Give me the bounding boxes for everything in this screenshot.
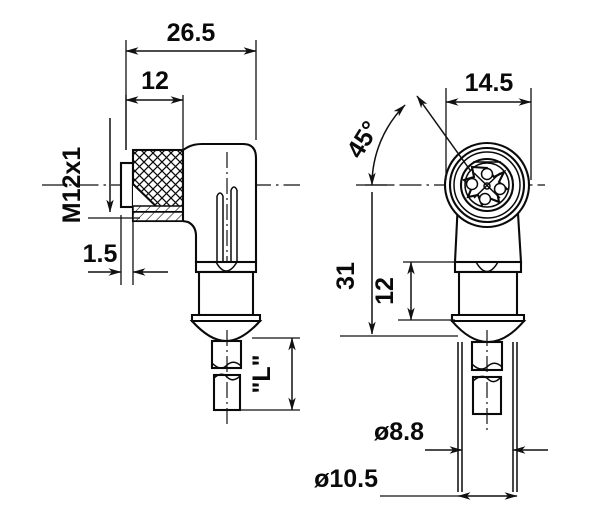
right-front-view bbox=[365, 141, 545, 492]
strain-relief-right bbox=[449, 270, 527, 344]
dim-label-12-top: 12 bbox=[141, 67, 169, 95]
cable-right bbox=[457, 330, 518, 492]
dimensions-left-view: 26.5 12 M12x1 1.5 "L" bbox=[58, 19, 300, 411]
dim-label-m12x1: M12x1 bbox=[58, 147, 86, 224]
coupling-nut-left bbox=[119, 148, 185, 223]
left-side-view bbox=[42, 142, 300, 425]
m12-connector-face bbox=[443, 141, 531, 229]
dim-label-45: 45° bbox=[341, 116, 385, 163]
contact-insert bbox=[461, 165, 510, 207]
leader-45 bbox=[416, 95, 471, 171]
dim-label-14-5: 14.5 bbox=[465, 69, 514, 97]
dim-label-26-5: 26.5 bbox=[167, 19, 216, 47]
dim-label-8-8: ø8.8 bbox=[374, 418, 424, 446]
connector-body-left bbox=[181, 142, 258, 278]
dim-label-L: "L" bbox=[248, 355, 276, 394]
dim-label-10-5: ø10.5 bbox=[314, 465, 378, 493]
strain-relief-left bbox=[189, 260, 263, 343]
cable-left bbox=[210, 330, 243, 425]
dim-label-12-right: 12 bbox=[371, 277, 399, 305]
dimarc-45 bbox=[368, 104, 406, 186]
dim-label-31: 31 bbox=[332, 262, 360, 290]
dim-label-1-5: 1.5 bbox=[83, 240, 118, 268]
